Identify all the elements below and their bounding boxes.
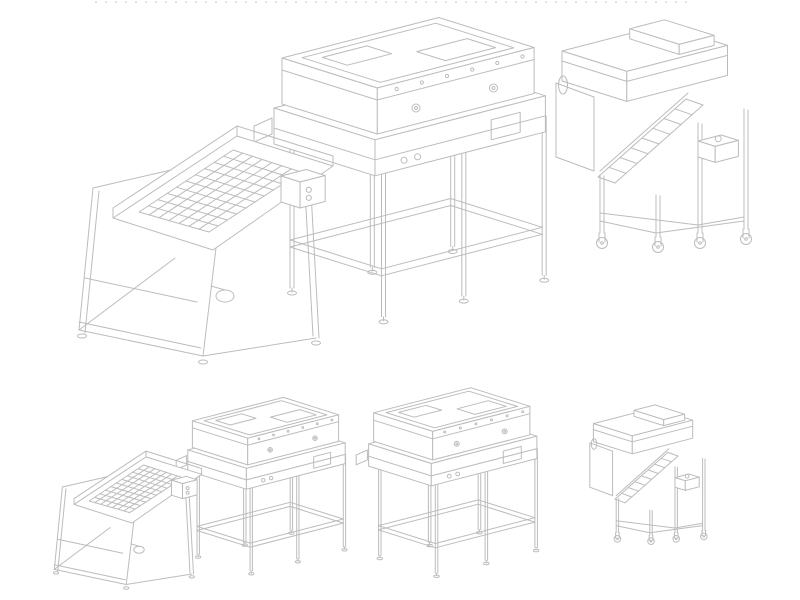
isometric-line-art-small bbox=[53, 387, 708, 590]
isometric-line-art-large bbox=[77, 1, 752, 365]
machine-line-figure-large bbox=[77, 1, 752, 365]
machine-line-figure-small bbox=[0, 378, 800, 600]
